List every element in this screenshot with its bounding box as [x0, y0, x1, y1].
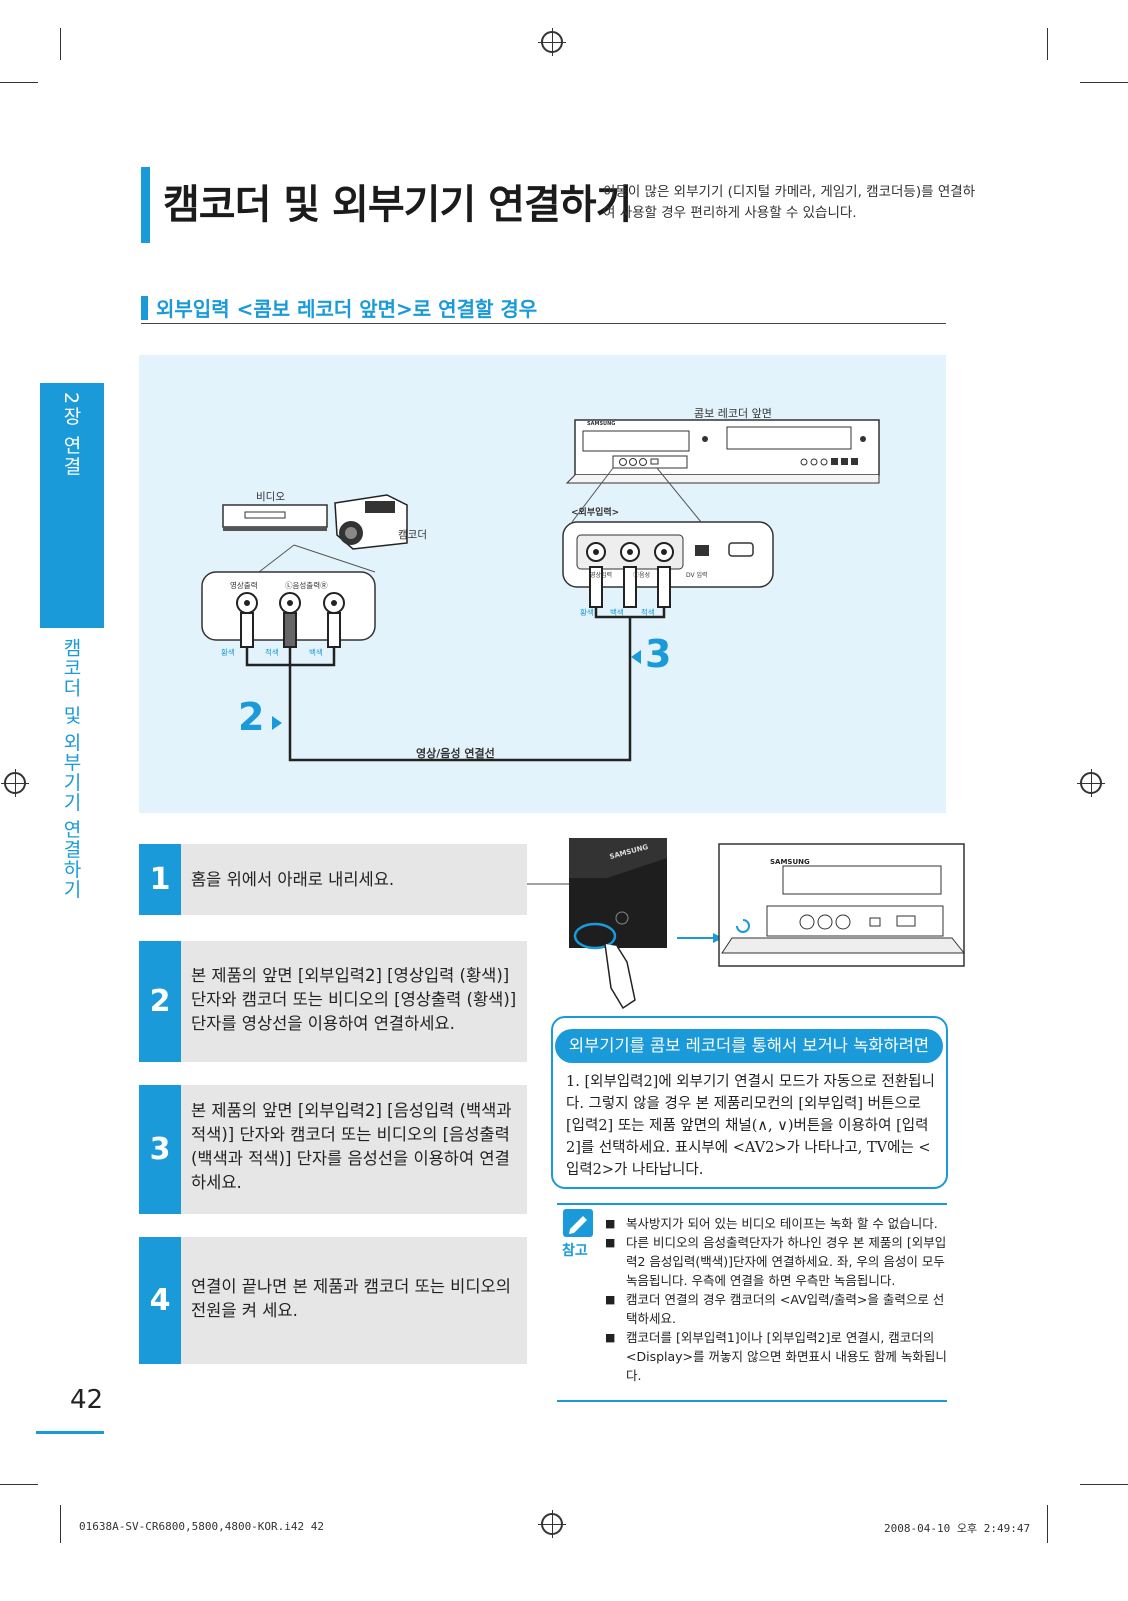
registration-mark-icon — [1, 769, 29, 797]
connection-diagram: 콤보 레코더 앞면 SAMSUNG 비디오 캠코더 <외부입력> 영상출력 Ⓛ음… — [139, 355, 946, 813]
section-divider — [141, 323, 946, 324]
section-title: 외부입력 <콤보 레코더 앞면>로 연결할 경우 — [156, 297, 538, 321]
plug-color-label: 백색 — [309, 648, 323, 657]
plug-color-label: 적색 — [265, 648, 279, 657]
step-3: 3 본 제품의 앞면 [외부입력2] [음성입력 (백색과 적색)] 단자와 캠… — [139, 1085, 527, 1214]
crop-mark — [1047, 1505, 1048, 1543]
note-item: 캠코더 연결의 경우 캠코더의 <AV입력/출력>을 출력으로 선택하세요. — [605, 1290, 950, 1328]
note-label: 참고 — [562, 1243, 588, 1259]
audio-in-label: Ⓛ음성 — [633, 572, 651, 579]
step-number: 4 — [139, 1237, 181, 1364]
crop-mark — [0, 1484, 38, 1485]
front-jack-icon — [586, 542, 674, 562]
crop-mark — [60, 28, 61, 60]
step-3-marker: 3 — [645, 632, 672, 676]
diagram-drawing — [201, 419, 880, 762]
step1-illustration — [527, 838, 966, 1010]
section-accent-bar — [141, 296, 148, 320]
title-accent-bar — [141, 167, 150, 243]
note-item: 다른 비디오의 음성출력단자가 하나인 경우 본 제품의 [외부입력2 음성입력… — [605, 1233, 950, 1290]
crop-mark — [60, 1505, 61, 1543]
plug-color-label: 백색 — [610, 608, 624, 617]
video-label: 비디오 — [256, 491, 285, 503]
combo-recorder-icon — [565, 419, 880, 484]
brand-label: SAMSUNG — [587, 421, 616, 427]
note-item: 복사방지가 되어 있는 비디오 테이프는 녹화 할 수 없습니다. — [605, 1214, 950, 1233]
front-input-label: <외부입력> — [571, 508, 620, 518]
intro-text: 이동이 많은 외부기기 (디지털 카메라, 게임기, 캠코더등)를 연결하여 사… — [603, 184, 976, 221]
footer-date: 2008-04-10 오후 2:49:47 — [884, 1522, 1031, 1535]
video-in-label: 영상입력 — [590, 572, 613, 579]
note-list: 복사방지가 되어 있는 비디오 테이프는 녹화 할 수 없습니다. 다른 비디오… — [605, 1214, 950, 1385]
crop-mark — [0, 82, 38, 83]
brand-label: SAMSUNG — [770, 858, 810, 866]
chapter-tab — [40, 383, 104, 628]
step-number: 3 — [139, 1085, 181, 1214]
tip-box — [551, 1016, 948, 1189]
registration-mark-icon — [538, 28, 566, 56]
chapter-label: 2장 연결 — [60, 392, 82, 478]
step-text: 연결이 끝나면 본 제품과 캠코더 또는 비디오의 전원을 켜 세요. — [191, 1277, 511, 1320]
step-2-marker: 2 — [238, 695, 265, 739]
tip-text: 1. [외부입력2]에 외부기기 연결시 모드가 자동으로 전환됩니다. 그렇지… — [566, 1074, 935, 1178]
page-title: 캠코더 및 외부기기 연결하기 — [163, 182, 632, 228]
camcorder-icon — [334, 494, 408, 550]
topic-label: 캠코더 및 외부기기 연결하기 — [60, 638, 82, 900]
plug-color-label: 황색 — [221, 648, 235, 657]
registration-mark-icon — [1077, 769, 1105, 797]
dv-in-label: DV 입력 — [686, 572, 708, 579]
registration-mark-icon — [538, 1510, 566, 1538]
plug-color-label: 적색 — [641, 608, 655, 617]
step-4: 4 연결이 끝나면 본 제품과 캠코더 또는 비디오의 전원을 켜 세요. — [139, 1237, 527, 1364]
step-2: 2 본 제품의 앞면 [외부입력2] [영상입력 (황색)] 단자와 캠코더 또… — [139, 941, 527, 1062]
page-number-underline — [36, 1431, 104, 1434]
audio-out-label: Ⓛ음성출력Ⓡ — [285, 581, 328, 590]
cable-label: 영상/음성 연결선 — [416, 747, 495, 760]
vcr-icon — [222, 504, 328, 531]
note-bottom-line — [557, 1400, 947, 1402]
video-out-label: 영상출력 — [230, 581, 258, 590]
footer-file: 01638A-SV-CR6800,5800,4800-KOR.i42 42 — [79, 1520, 325, 1533]
step-text: 본 제품의 앞면 [외부입력2] [음성입력 (백색과 적색)] 단자와 캠코더… — [191, 1101, 512, 1192]
note-top-line — [557, 1203, 947, 1205]
tip-heading: 외부기기를 콤보 레코더를 통해서 보거나 녹화하려면 — [555, 1029, 943, 1063]
plug-color-label: 황색 — [580, 608, 594, 617]
page-number: 42 — [70, 1385, 104, 1415]
step-text: 홈을 위에서 아래로 내리세요. — [191, 870, 395, 889]
step-text: 본 제품의 앞면 [외부입력2] [영상입력 (황색)] 단자와 캠코더 또는 … — [191, 966, 517, 1033]
camcorder-label: 캠코더 — [398, 529, 427, 541]
step-1: 1 홈을 위에서 아래로 내리세요. — [139, 844, 527, 915]
note-item: 캠코더를 [외부입력1]이나 [외부입력2]로 연결시, 캠코더의 <Displ… — [605, 1328, 950, 1385]
output-jack-icon — [236, 592, 345, 614]
step-number: 2 — [139, 941, 181, 1062]
crop-mark — [1047, 28, 1048, 60]
pencil-icon — [563, 1209, 593, 1237]
step-number: 1 — [139, 844, 181, 915]
crop-mark — [1080, 1484, 1128, 1485]
recorder-label: 콤보 레코더 앞면 — [694, 407, 772, 420]
crop-mark — [1080, 82, 1128, 83]
